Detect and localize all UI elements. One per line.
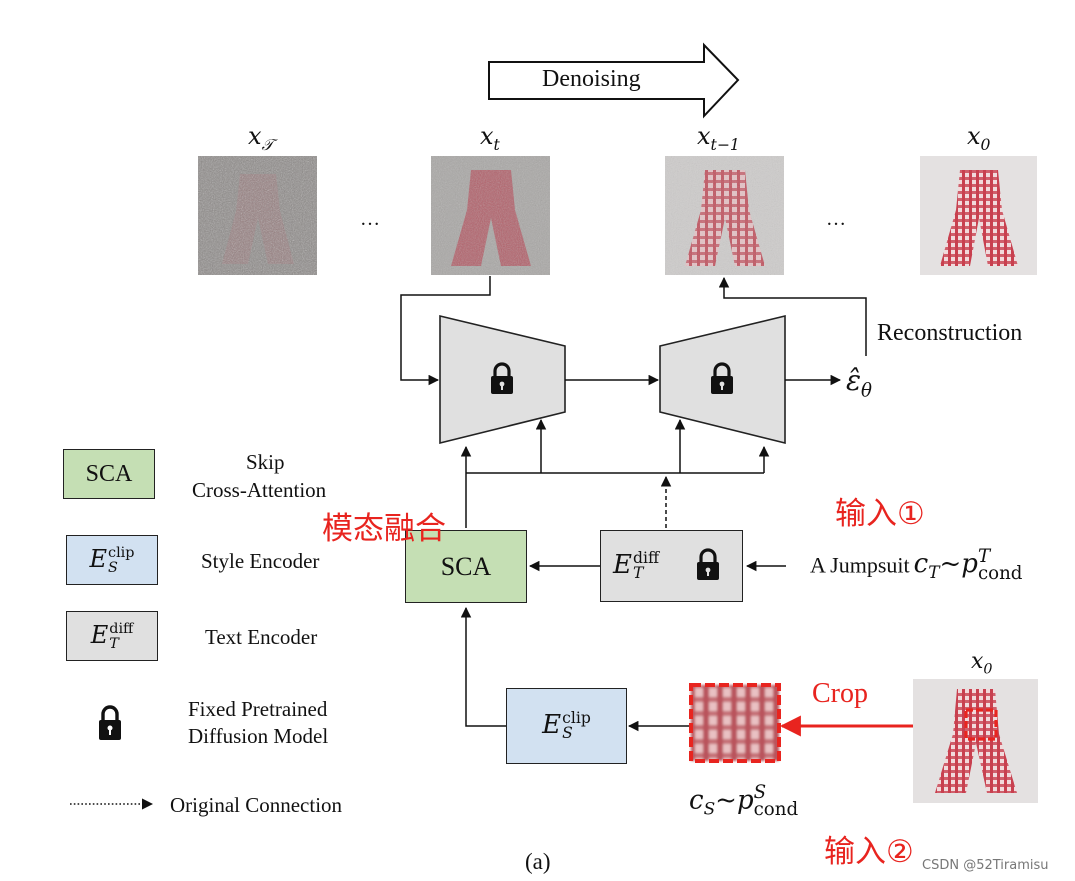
lock-icon [491, 362, 513, 394]
legend-sca-swatch: SCA [63, 449, 155, 499]
timestep-label-xt-1: xt−1 [697, 122, 740, 154]
legend-sca-desc-2: Cross-Attention [192, 478, 327, 502]
ellipsis-right: … [826, 208, 846, 230]
source-image-x0 [913, 679, 1038, 803]
noise-prediction-output: ε̂θ [846, 364, 872, 402]
reconstruction-label: Reconstruction [877, 320, 1023, 346]
timestep-label-xT: x𝒯 [248, 122, 274, 154]
input1-annotation: 输入① [835, 496, 925, 532]
timestep-label-x0: x0 [967, 122, 991, 154]
image-xT-heavy-noise [198, 156, 317, 275]
denoising-label: Denoising [542, 66, 641, 92]
input2-annotation: 输入② [824, 834, 914, 870]
legend-sca-desc-1: Skip [246, 450, 285, 474]
legend-frozen-desc-1: Fixed Pretrained [188, 697, 328, 721]
crop-label: Crop [812, 678, 868, 709]
image-x0-clean [920, 156, 1037, 275]
xt-to-unet-line [400, 276, 491, 386]
legend-text-encoder-desc: Text Encoder [205, 625, 318, 649]
lock-icon [711, 362, 733, 394]
legend-style-encoder-desc: Style Encoder [201, 549, 320, 573]
sca-block: SCA [405, 530, 527, 603]
lock-icon [99, 705, 121, 740]
fusion-annotation: 模态融合 [322, 511, 446, 547]
image-xt-1-light-noise [665, 156, 784, 275]
watermark: CSDN @52Tiramisu [922, 858, 1049, 873]
reconstruction-line [718, 276, 867, 356]
figure-caption: (a) [525, 849, 551, 874]
source-image-label: x0 [971, 649, 993, 678]
legend-frozen-desc-2: Diffusion Model [188, 724, 329, 748]
legend-original-connection-desc: Original Connection [170, 793, 343, 817]
ellipsis-left: … [360, 208, 380, 230]
style-patch-crop [689, 683, 781, 763]
lock-icon [697, 548, 719, 580]
denoising-arrow [488, 42, 740, 119]
image-xt-medium-noise [431, 156, 550, 275]
timestep-label-xt: xt [480, 122, 500, 154]
